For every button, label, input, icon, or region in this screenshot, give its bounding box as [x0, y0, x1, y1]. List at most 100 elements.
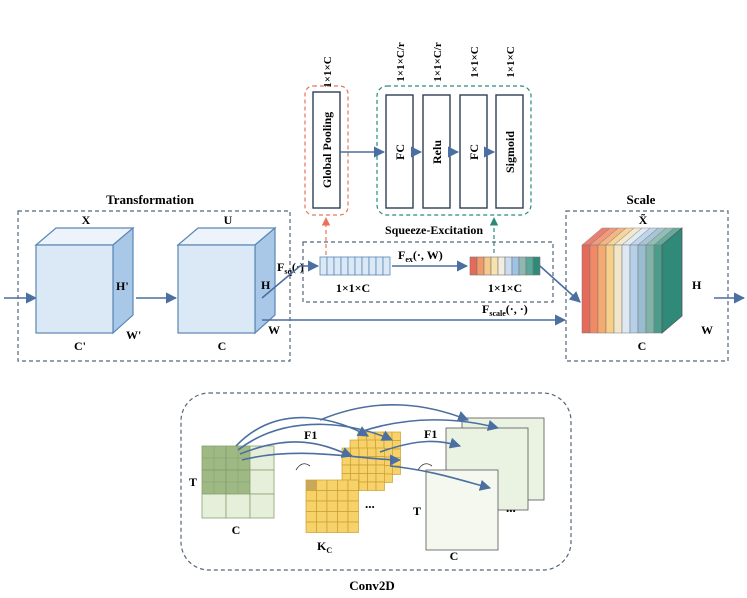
kernel-cell	[367, 447, 377, 457]
transformation-title: Transformation	[106, 192, 195, 207]
squeeze-cell	[333, 256, 342, 276]
kernel-cell	[350, 464, 360, 474]
kernel-cell	[337, 490, 349, 502]
cube-u	[176, 226, 277, 335]
kernel-cell	[305, 511, 317, 523]
squeeze-cell	[361, 256, 370, 276]
kernel-cell	[391, 431, 401, 441]
scale-cube	[581, 227, 683, 334]
kernel-cell	[375, 464, 385, 474]
relu-dim: 1×1×C/r	[432, 42, 444, 82]
kernel-cell	[305, 521, 317, 533]
global-pooling-block	[312, 91, 341, 209]
fc1-label: FC	[393, 144, 407, 160]
excitation-cell	[518, 256, 527, 276]
kernel-cell	[305, 500, 317, 512]
squeeze-vector-dim: 1×1×C	[336, 281, 370, 295]
scale-label-h: H	[692, 278, 702, 292]
kernel-cell	[305, 479, 317, 491]
conv-label-c-right: C	[450, 549, 459, 563]
kernel-cell	[375, 456, 385, 466]
kernel-cell	[391, 457, 401, 467]
global-pooling-dim: 1×1×C	[322, 56, 334, 88]
label-x-tilde: X̃	[639, 213, 648, 227]
kernel-cell	[326, 490, 338, 502]
excitation-cell	[532, 256, 541, 276]
input-cell	[201, 493, 227, 519]
kernel-cell	[375, 473, 385, 483]
kernel-cell	[337, 500, 349, 512]
kernel-stack-front	[305, 479, 359, 533]
brace-f1-a	[295, 463, 311, 471]
kernel-cell	[367, 464, 377, 474]
kernel-cell	[341, 464, 351, 474]
kernel-cell	[316, 500, 328, 512]
kernel-cell	[341, 456, 351, 466]
relu-label: Relu	[430, 140, 444, 164]
global-pooling-group	[304, 85, 349, 216]
input-cell	[249, 469, 275, 495]
squeeze-cell	[347, 256, 356, 276]
scale-label-w: W	[701, 323, 713, 337]
scale-slice-front	[581, 244, 591, 334]
kernel-cell	[347, 479, 359, 491]
cube-x	[34, 226, 135, 335]
squeeze-excitation-title: Squeeze-Excitation	[385, 223, 483, 237]
scale-box	[565, 210, 729, 362]
conv-input-grid	[201, 445, 275, 519]
f-ex-label: Fex(·, W)	[398, 248, 443, 264]
squeeze-cell	[319, 256, 328, 276]
scale-slice-front	[637, 244, 647, 334]
excitation-vector-dim: 1×1×C	[488, 281, 522, 295]
scale-slice-front	[605, 244, 615, 334]
kernel-cell	[391, 448, 401, 458]
kernel-cell	[358, 439, 368, 449]
excitation-cell	[497, 256, 506, 276]
label-w-prime: W'	[126, 328, 141, 342]
kernel-cell	[337, 511, 349, 523]
conv-label-k: KC	[317, 539, 332, 555]
squeeze-cell	[382, 256, 391, 276]
arrow-vector-to-scale	[539, 265, 581, 303]
kernel-cell	[349, 439, 359, 449]
arrow-u-to-squeeze	[261, 260, 320, 299]
kernel-cell	[316, 479, 328, 491]
label-c: C	[218, 339, 227, 353]
scale-slice-front	[645, 244, 655, 334]
kernel-cell	[316, 511, 328, 523]
squeeze-vector	[319, 256, 391, 276]
relu-block	[422, 94, 451, 209]
squeeze-cell	[340, 256, 349, 276]
kernel-cell	[347, 490, 359, 502]
fc2-label: FC	[467, 144, 481, 160]
kernel-cell	[383, 439, 393, 449]
scale-side-face	[661, 227, 683, 334]
label-h: H	[261, 278, 271, 292]
conv2d-box	[180, 392, 572, 571]
conv-curved-arrows	[235, 404, 500, 491]
conv-label-t-right: T	[413, 504, 421, 518]
kernel-cell	[358, 473, 368, 483]
kernel-cell	[326, 500, 338, 512]
fc1-block	[385, 94, 414, 209]
kernel-cell	[326, 511, 338, 523]
kernel-cell	[326, 521, 338, 533]
f-scale-label: Fscale(·, ·)	[482, 302, 528, 318]
squeeze-cell	[375, 256, 384, 276]
kernel-cell	[316, 490, 328, 502]
dots-kernels: ...	[365, 496, 375, 511]
squeeze-cell	[368, 256, 377, 276]
label-u: U	[224, 213, 233, 227]
excitation-cell	[483, 256, 492, 276]
label-h-prime: H'	[116, 279, 129, 293]
excitation-cell	[504, 256, 513, 276]
brace-f1-b	[417, 463, 433, 471]
scale-title: Scale	[627, 192, 656, 207]
kernel-cell	[316, 521, 328, 533]
fc2-block	[459, 94, 488, 209]
kernel-cell	[375, 481, 385, 491]
fc1-dim: 1×1×C/r	[395, 42, 407, 82]
kernel-cell	[337, 479, 349, 491]
kernel-cell	[358, 464, 368, 474]
